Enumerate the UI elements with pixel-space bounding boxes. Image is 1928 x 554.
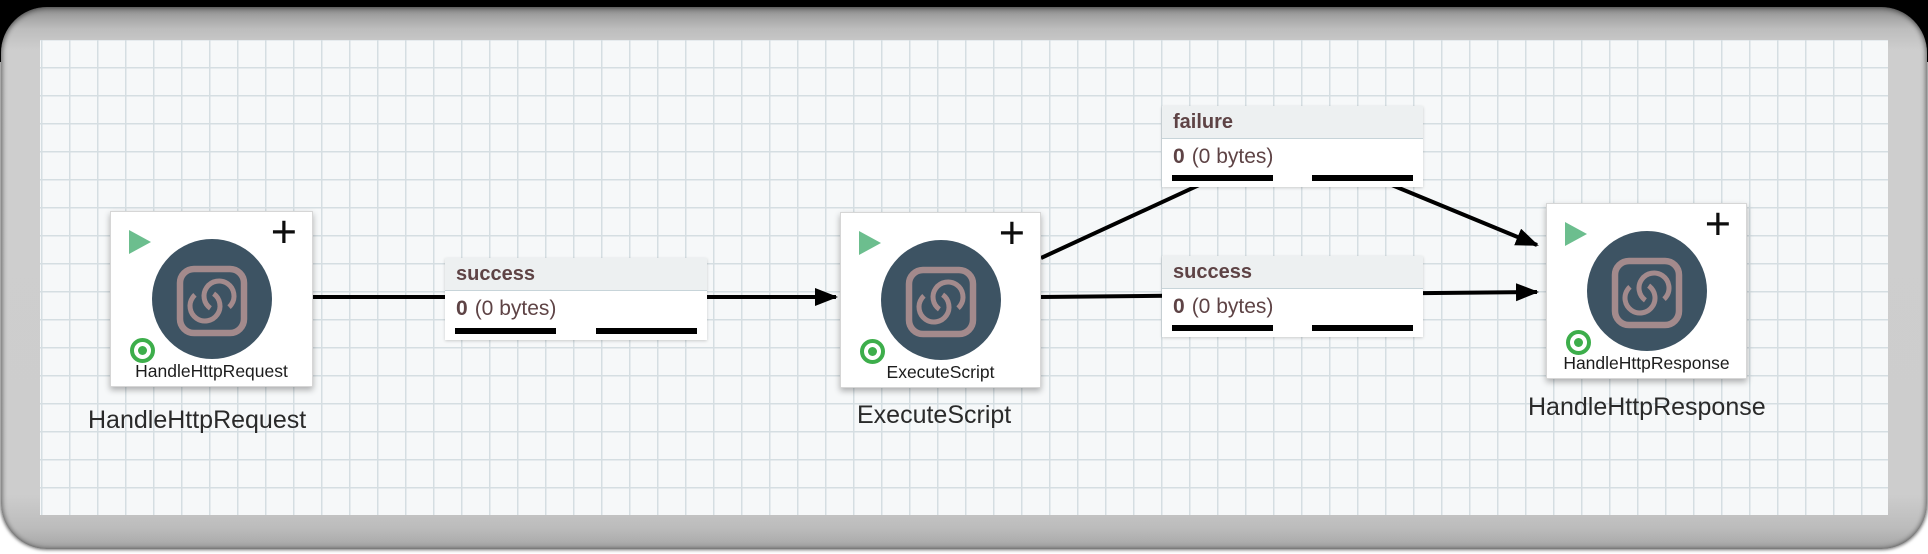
queued-count: 0 — [1173, 145, 1185, 168]
processor-type-icon — [151, 239, 272, 359]
queued-stats: 0 (0 bytes) — [445, 291, 707, 321]
queue-percent-bar — [455, 328, 556, 334]
add-icon[interactable]: + — [1704, 198, 1731, 249]
linked-rings-icon — [176, 265, 247, 337]
connection-name: success — [445, 258, 707, 291]
run-status-icon — [129, 230, 151, 254]
processor-handlehttpresponse[interactable]: + HandleHttpResponse — [1546, 198, 1747, 379]
connection-label-success-2[interactable]: success 0 (0 bytes) — [1162, 256, 1423, 337]
connection-name: success — [1162, 256, 1423, 289]
queue-percent-bar — [1172, 175, 1273, 181]
queued-count: 0 — [1173, 295, 1185, 318]
queue-percent-bar — [1312, 175, 1413, 181]
run-status-icon — [1565, 222, 1587, 246]
connection-label-success-1[interactable]: success 0 (0 bytes) — [445, 258, 707, 340]
processor-name: HandleHttpRequest — [135, 361, 288, 381]
run-status-icon — [859, 231, 881, 255]
processor-external-label: HandleHttpRequest — [88, 406, 307, 434]
processor-executescript[interactable]: + ExecuteScript — [840, 207, 1041, 388]
queued-size: (0 bytes) — [474, 297, 557, 320]
processor-type-icon — [880, 240, 1001, 360]
status-ring-icon — [1566, 330, 1591, 355]
add-icon[interactable]: + — [998, 207, 1025, 258]
connection-name: failure — [1162, 106, 1423, 139]
linked-rings-icon — [1611, 257, 1682, 329]
processor-name: ExecuteScript — [886, 362, 995, 382]
queued-stats: 0 (0 bytes) — [1162, 289, 1423, 319]
queue-percent-bar — [596, 328, 697, 334]
queued-count: 0 — [456, 297, 468, 320]
queued-size: (0 bytes) — [1191, 295, 1274, 318]
processor-external-label: HandleHttpResponse — [1528, 393, 1766, 421]
add-icon[interactable]: + — [270, 206, 297, 257]
status-ring-icon — [860, 339, 885, 364]
connection-label-failure[interactable]: failure 0 (0 bytes) — [1162, 106, 1423, 187]
linked-rings-icon — [905, 266, 976, 338]
processor-name: HandleHttpResponse — [1563, 353, 1730, 373]
queued-size: (0 bytes) — [1191, 145, 1274, 168]
processor-handlehttprequest[interactable]: + HandleHttpRequest — [110, 206, 313, 387]
processor-type-icon — [1586, 231, 1707, 351]
processor-external-label: ExecuteScript — [857, 401, 1012, 429]
queue-percent-bar — [1172, 325, 1273, 331]
status-ring-icon — [130, 338, 155, 363]
queue-percent-bar — [1312, 325, 1413, 331]
queued-stats: 0 (0 bytes) — [1162, 139, 1423, 169]
